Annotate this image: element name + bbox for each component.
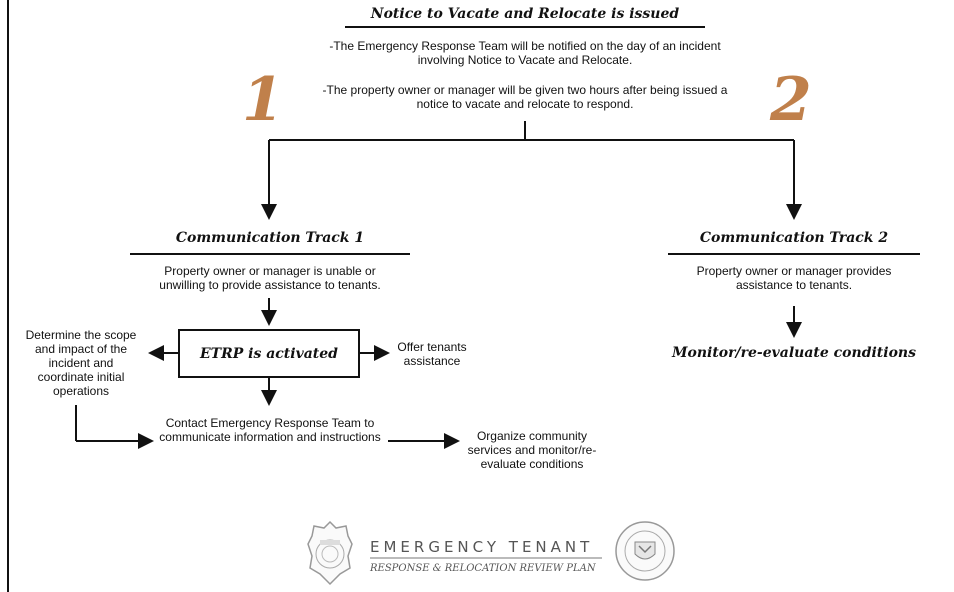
header-title: Notice to Vacate and Relocate is issued xyxy=(370,6,680,22)
etrp-activated-box: ETRP is activated xyxy=(178,329,360,378)
city-seal-icon xyxy=(614,520,676,582)
header-bullet-1: -The Emergency Response Team will be not… xyxy=(329,39,721,67)
logo-subtitle: RESPONSE & RELOCATION REVIEW PLAN xyxy=(370,563,596,574)
offer-assistance: Offer tenants assistance xyxy=(397,340,467,368)
logo-title: EMERGENCY TENANT xyxy=(370,538,594,556)
track-number-1: 1 xyxy=(242,65,284,135)
scope-action: Determine the scope and impact of the in… xyxy=(25,328,137,398)
track-number-2: 2 xyxy=(770,65,812,135)
track2-title: Communication Track 2 xyxy=(699,230,889,246)
code-department-badge-icon xyxy=(306,520,354,586)
contact-team: Contact Emergency Response Team to commu… xyxy=(159,416,381,444)
organize-services: Organize community services and monitor/… xyxy=(467,429,597,471)
track1-description: Property owner or manager is unable or u… xyxy=(159,264,381,292)
header-bullet-2: -The property owner or manager will be g… xyxy=(322,83,728,111)
track1-title: Communication Track 1 xyxy=(175,230,365,246)
etrp-activated-label: ETRP is activated xyxy=(200,345,338,362)
monitor-conditions: Monitor/re-evaluate conditions xyxy=(672,345,916,361)
track2-description: Property owner or manager provides assis… xyxy=(696,264,892,292)
